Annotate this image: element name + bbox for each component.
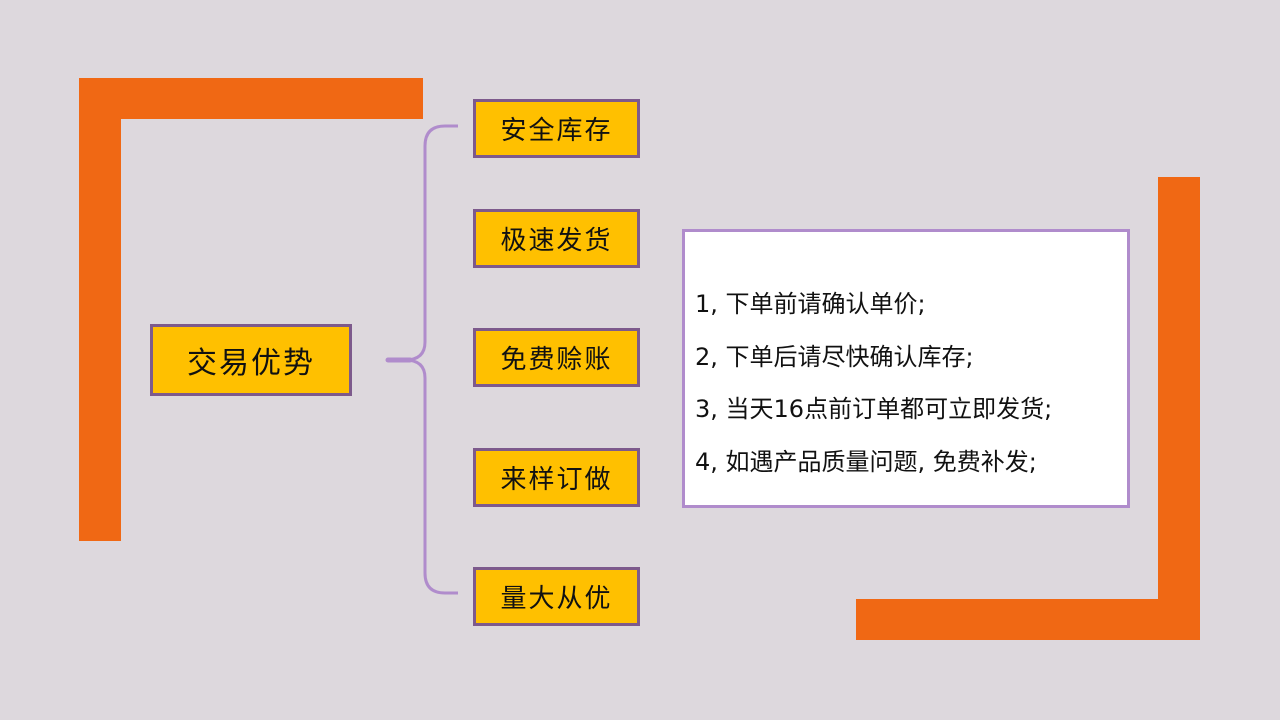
root-node-label: 交易优势 <box>187 346 315 381</box>
branch-node-label: 来样订做 <box>500 465 613 495</box>
branch-node-custom-sample: 来样订做 <box>473 448 640 507</box>
top-left-frame-horizontal <box>79 78 423 119</box>
bottom-right-frame-horizontal <box>856 599 1200 640</box>
note-line: 1, 下单前请确认单价; <box>695 290 926 318</box>
branch-node-safe-stock: 安全库存 <box>473 99 640 158</box>
branch-node-free-credit: 免费赊账 <box>473 328 640 387</box>
note-line: 3, 当天16点前订单都可立即发货; <box>695 395 1053 423</box>
branch-node-fast-delivery: 极速发货 <box>473 209 640 268</box>
branch-node-label: 极速发货 <box>500 226 613 256</box>
note-line: 2, 下单后请尽快确认库存; <box>695 342 974 371</box>
top-left-frame-vertical <box>79 78 121 541</box>
branch-node-label: 量大从优 <box>500 584 613 614</box>
branch-node-bulk-discount: 量大从优 <box>473 567 640 626</box>
note-line: 4, 如遇产品质量问题, 免费补发; <box>695 447 1037 476</box>
bottom-right-frame-vertical <box>1158 177 1200 640</box>
branch-node-label: 免费赊账 <box>500 345 613 375</box>
branch-node-label: 安全库存 <box>500 116 613 146</box>
root-node: 交易优势 <box>150 324 352 396</box>
notes-panel: 1, 下单前请确认单价; 2, 下单后请尽快确认库存; 3, 当天16点前订单都… <box>682 229 1130 508</box>
